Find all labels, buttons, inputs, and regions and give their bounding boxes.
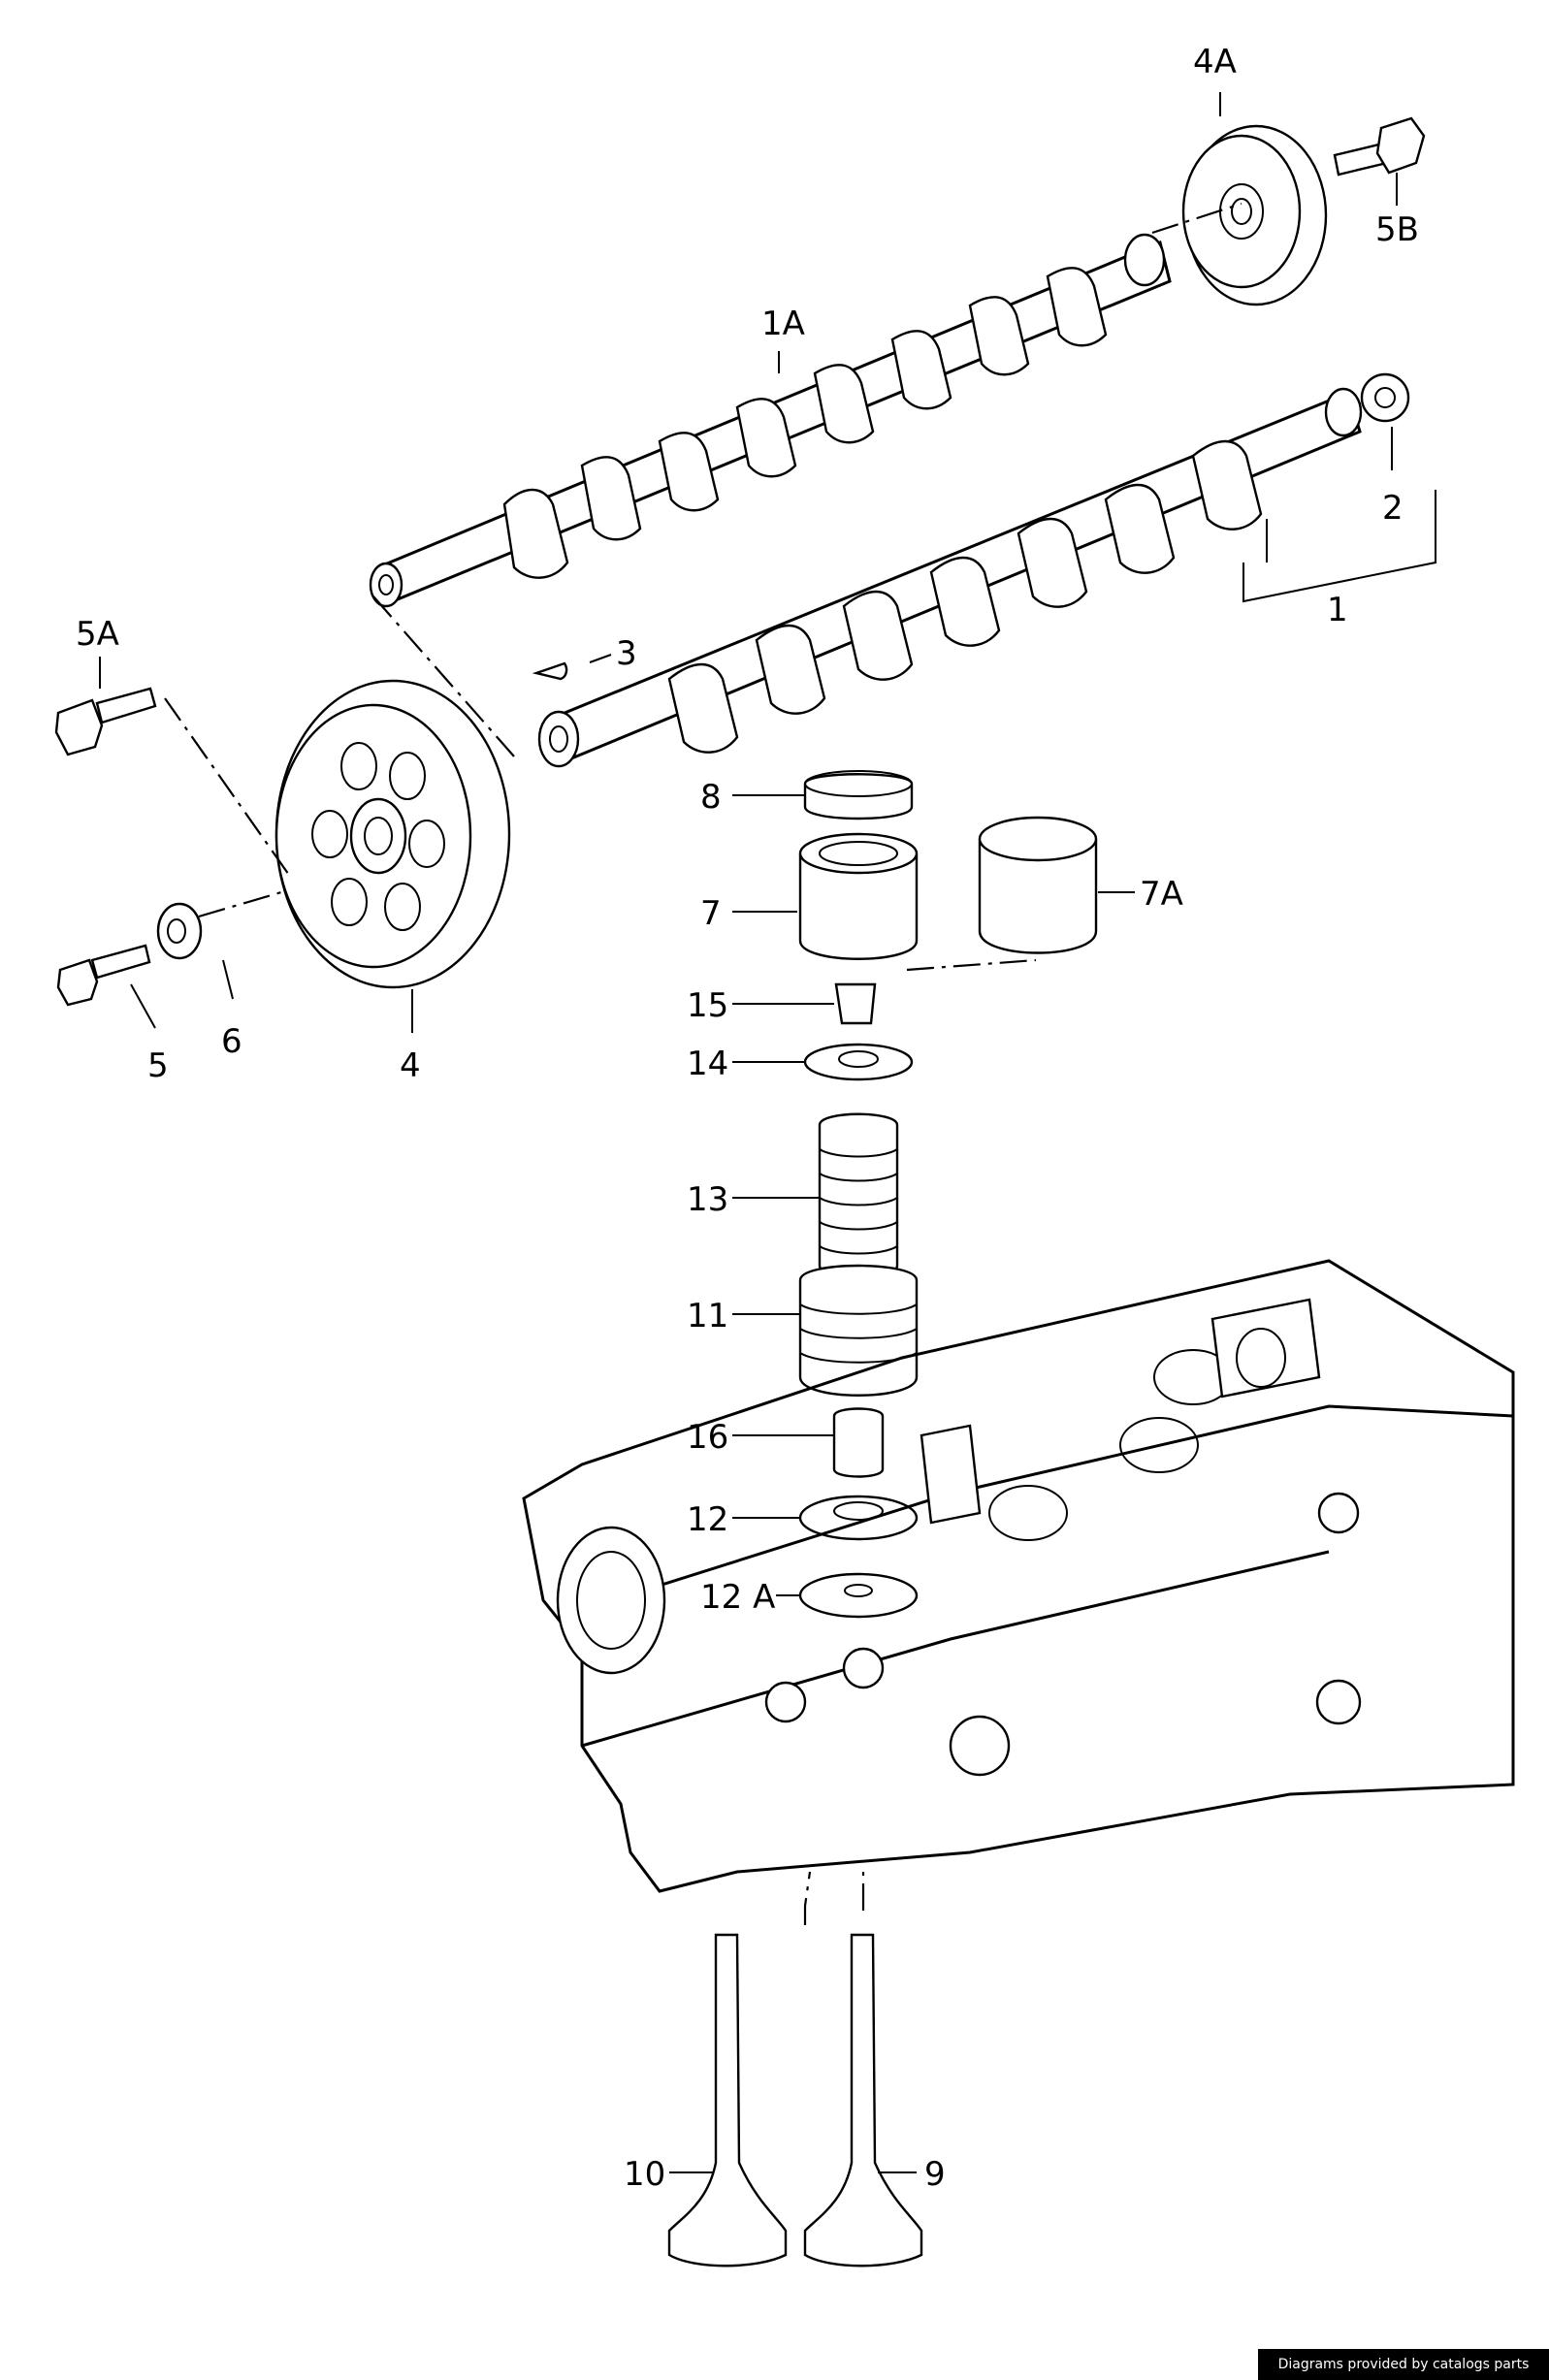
label-10: 10 bbox=[624, 2155, 665, 2194]
label-5b: 5B bbox=[1375, 210, 1419, 249]
valve-9 bbox=[803, 1933, 923, 2267]
bolt-5a bbox=[54, 687, 157, 756]
label-1: 1 bbox=[1327, 591, 1348, 629]
key-3 bbox=[532, 661, 568, 681]
camshaft-1 bbox=[537, 387, 1363, 768]
bolt-5b bbox=[1333, 116, 1426, 177]
label-5a: 5A bbox=[76, 615, 119, 654]
label-12a: 12 A bbox=[700, 1578, 775, 1617]
label-11: 11 bbox=[687, 1297, 728, 1335]
valve-10 bbox=[667, 1933, 788, 2267]
label-12: 12 bbox=[687, 1500, 728, 1539]
label-1a: 1A bbox=[761, 305, 805, 343]
small-gear-2 bbox=[1360, 372, 1410, 423]
sprocket-4a bbox=[1181, 124, 1328, 306]
bolt-5 bbox=[56, 944, 151, 1007]
leader-lines bbox=[99, 92, 1398, 2173]
washer-6 bbox=[156, 902, 203, 960]
label-6: 6 bbox=[221, 1022, 242, 1061]
bracket-1 bbox=[1242, 490, 1436, 603]
label-4: 4 bbox=[400, 1046, 421, 1085]
label-8: 8 bbox=[700, 778, 722, 817]
sprocket-4 bbox=[274, 679, 511, 989]
label-13: 13 bbox=[687, 1180, 728, 1219]
valve-stack bbox=[798, 770, 1098, 1619]
label-2: 2 bbox=[1382, 489, 1404, 528]
alignment-lines bbox=[164, 202, 1242, 1925]
label-4a: 4A bbox=[1193, 43, 1237, 81]
label-14: 14 bbox=[687, 1045, 728, 1083]
label-7: 7 bbox=[700, 894, 722, 933]
camshaft-1a bbox=[369, 233, 1172, 608]
label-7a: 7A bbox=[1140, 875, 1183, 914]
label-16: 16 bbox=[687, 1418, 728, 1457]
label-5: 5 bbox=[147, 1046, 169, 1085]
label-3: 3 bbox=[616, 634, 637, 673]
credit-footer: Diagrams provided by catalogs parts bbox=[1258, 2349, 1549, 2380]
label-15: 15 bbox=[687, 986, 728, 1025]
label-9: 9 bbox=[924, 2155, 946, 2194]
cylinder-head bbox=[522, 1259, 1515, 1893]
